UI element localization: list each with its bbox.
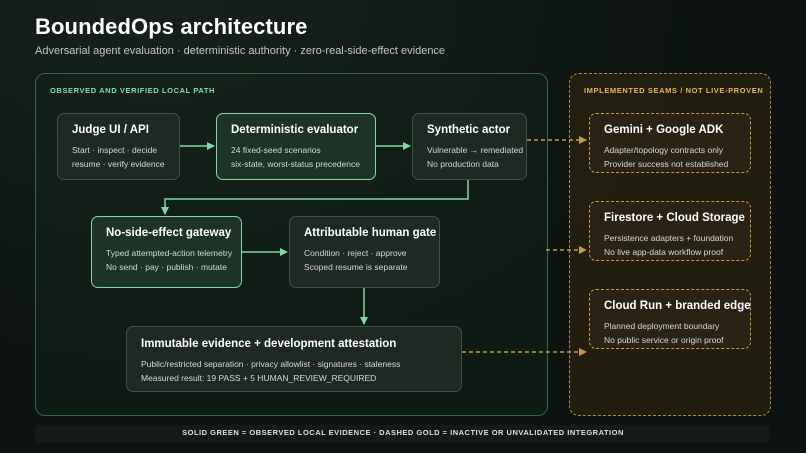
node-title: Immutable evidence + development attesta… xyxy=(141,338,397,350)
arrow-actor-to-gateway xyxy=(161,180,469,215)
legend-text: SOLID GREEN = OBSERVED LOCAL EVIDENCE · … xyxy=(182,428,624,437)
node-title: Judge UI / API xyxy=(72,124,149,136)
node-detail: Persistence adapters + foundation xyxy=(604,233,734,243)
node-detail: Typed attempted-action telemetry xyxy=(106,248,233,258)
node-detail: No live app-data workflow proof xyxy=(604,247,724,257)
node-detail: No public service or origin proof xyxy=(604,335,724,345)
node-title: Firestore + Cloud Storage xyxy=(604,212,745,224)
node-detail: 24 fixed-seed scenarios xyxy=(231,145,321,155)
node-detail: six-state, worst-status precedence xyxy=(231,159,360,169)
node-title: Deterministic evaluator xyxy=(231,124,359,136)
gemini-google-adk-node: Gemini + Google ADK Adapter/topology con… xyxy=(589,113,751,173)
node-title: No-side-effect gateway xyxy=(106,227,232,239)
node-detail: Provider success not established xyxy=(604,159,729,169)
node-detail: No production data xyxy=(427,159,499,169)
synthetic-actor-node: Synthetic actor Vulnerable → remediated … xyxy=(412,113,527,180)
page-title: BoundedOps architecture xyxy=(35,14,308,39)
node-title: Cloud Run + branded edge xyxy=(604,300,751,312)
node-title: Gemini + Google ADK xyxy=(604,124,724,136)
judge-ui-api-node: Judge UI / API Start · inspect · decide … xyxy=(57,113,180,180)
node-detail: Measured result: 19 PASS + 5 HUMAN_REVIE… xyxy=(141,373,377,383)
node-detail: Public/restricted separation · privacy a… xyxy=(141,359,401,369)
no-side-effect-gateway-node: No-side-effect gateway Typed attempted-a… xyxy=(91,216,242,288)
page-subtitle: Adversarial agent evaluation · determini… xyxy=(35,45,446,57)
node-detail: Condition · reject · approve xyxy=(304,248,407,258)
node-detail: No send · pay · publish · mutate xyxy=(106,262,227,272)
seams-panel-label: IMPLEMENTED SEAMS / NOT LIVE-PROVEN xyxy=(584,86,764,95)
attributable-human-gate-node: Attributable human gate Condition · reje… xyxy=(289,216,440,288)
node-detail: Start · inspect · decide xyxy=(72,145,158,155)
node-title: Synthetic actor xyxy=(427,124,511,136)
node-detail: Vulnerable → remediated xyxy=(427,145,524,155)
node-detail: Adapter/topology contracts only xyxy=(604,145,724,155)
node-detail: Planned deployment boundary xyxy=(604,321,720,331)
firestore-cloud-storage-node: Firestore + Cloud Storage Persistence ad… xyxy=(589,201,751,261)
node-title: Attributable human gate xyxy=(304,227,437,239)
node-detail: Scoped resume is separate xyxy=(304,262,408,272)
node-detail: resume · verify evidence xyxy=(72,159,165,169)
legend-bar xyxy=(35,425,769,443)
immutable-evidence-node: Immutable evidence + development attesta… xyxy=(126,326,462,392)
cloud-run-branded-edge-node: Cloud Run + branded edge Planned deploym… xyxy=(589,289,751,349)
deterministic-evaluator-node: Deterministic evaluator 24 fixed-seed sc… xyxy=(216,113,376,180)
observed-panel-label: OBSERVED AND VERIFIED LOCAL PATH xyxy=(50,86,216,95)
